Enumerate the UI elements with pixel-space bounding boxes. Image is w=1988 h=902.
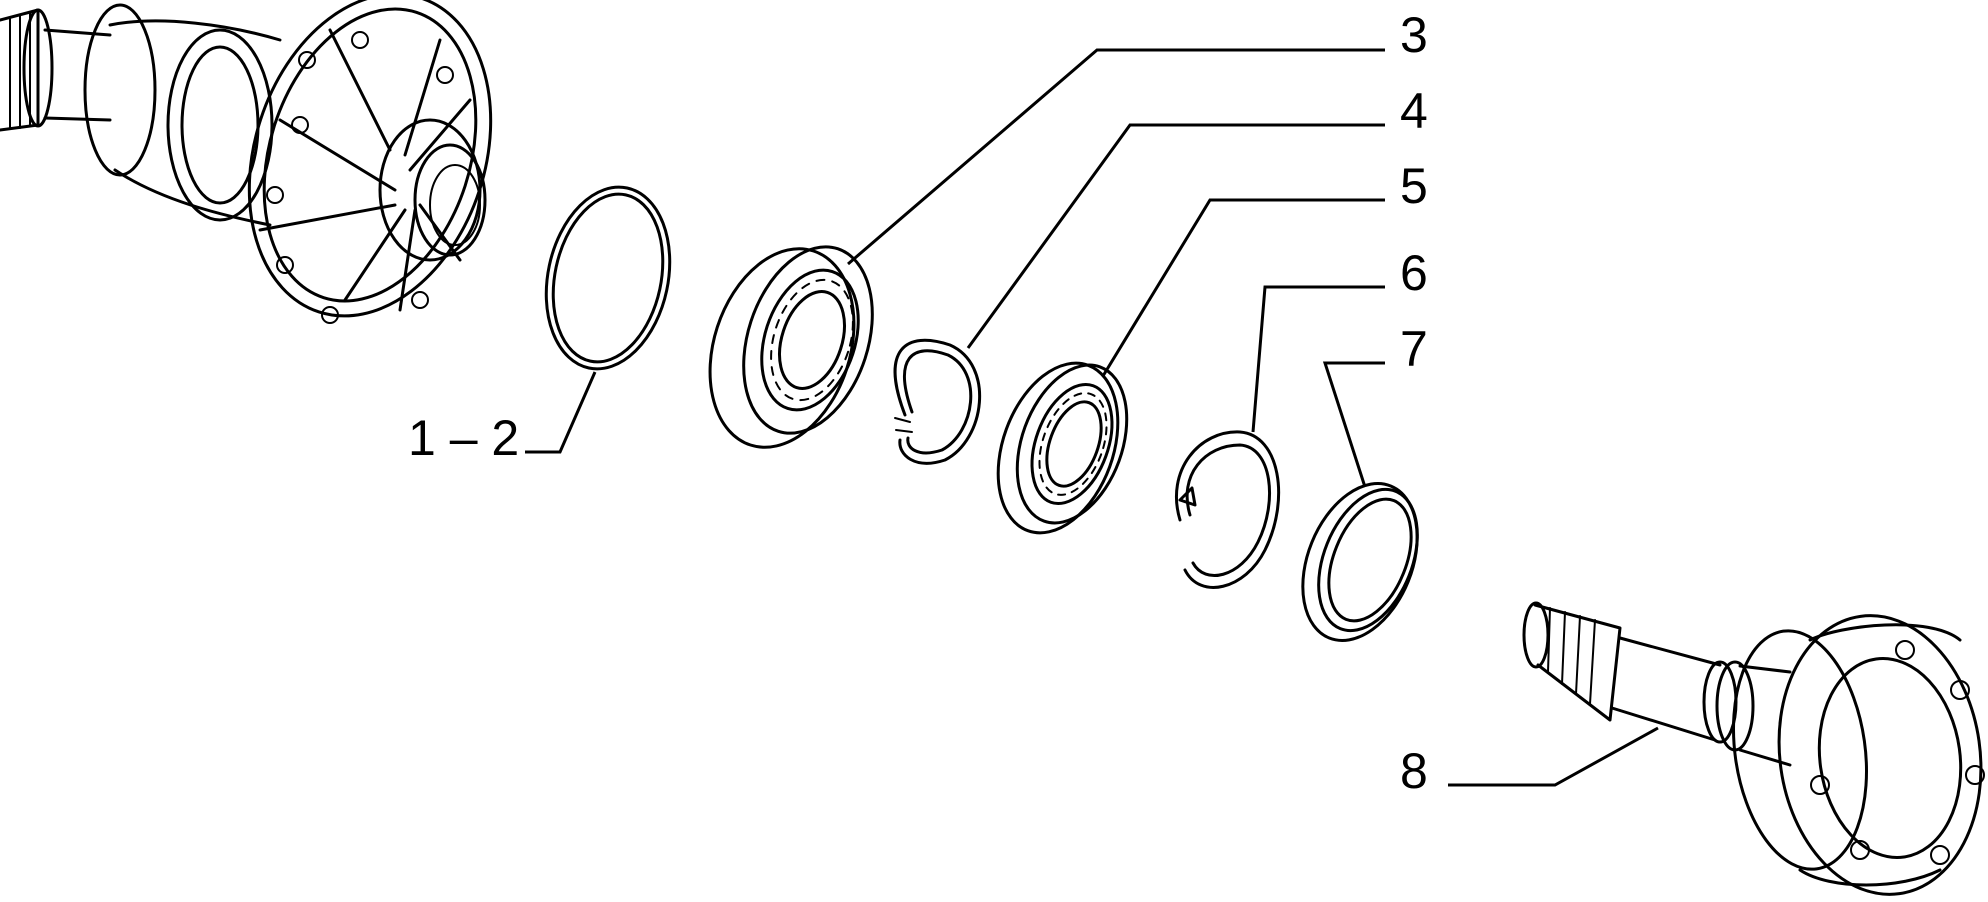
- leader-6: [1251, 285, 1385, 433]
- leader-8: [1448, 726, 1659, 787]
- differential-housing: [0, 0, 493, 324]
- leader-7: [1322, 361, 1385, 488]
- label-part-3: 3: [1400, 7, 1428, 63]
- part-3-ball-bearing: [708, 245, 874, 449]
- part-7-oil-seal: [1301, 482, 1419, 642]
- leader-lines: [525, 48, 1659, 787]
- part-8-flanged-shaft: [1522, 601, 1985, 896]
- leader-1-2: [525, 371, 597, 454]
- part-labels: 1 – 2 3 4 5 6 7 8: [408, 7, 1428, 799]
- part-6-circlip: [1174, 430, 1281, 589]
- label-part-8: 8: [1400, 743, 1428, 799]
- leader-5: [1101, 198, 1385, 377]
- label-part-4: 4: [1400, 83, 1428, 139]
- leader-4: [966, 123, 1385, 349]
- part-1-2-ring: [544, 185, 672, 371]
- part-5-ball-bearing: [996, 361, 1129, 535]
- label-part-1-2: 1 – 2: [408, 410, 519, 466]
- label-part-5: 5: [1400, 158, 1428, 214]
- leader-3: [847, 48, 1385, 266]
- label-part-6: 6: [1400, 245, 1428, 301]
- part-4-snap-ring: [893, 338, 982, 465]
- label-part-7: 7: [1400, 321, 1428, 377]
